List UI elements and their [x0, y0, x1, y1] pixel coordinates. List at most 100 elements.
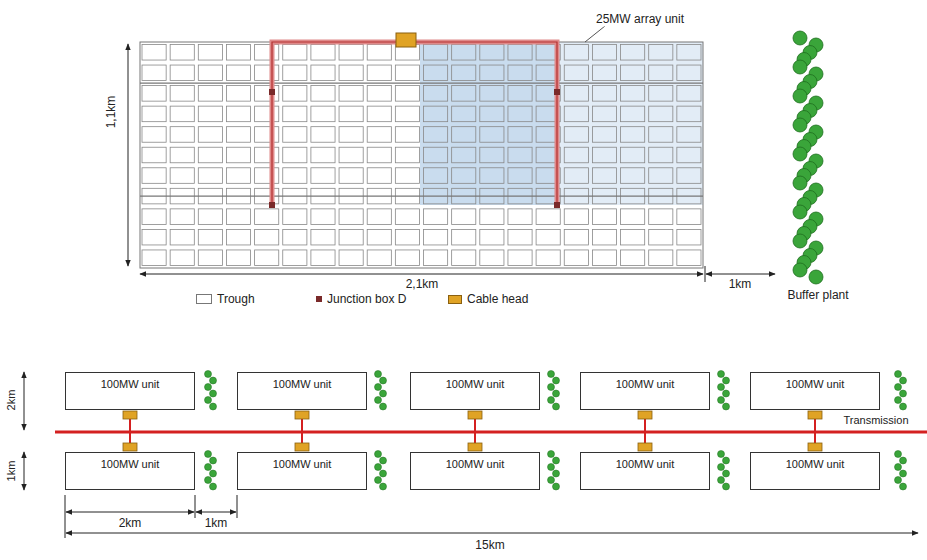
trough	[170, 168, 194, 184]
legend-item: Trough	[196, 292, 255, 306]
trough	[592, 209, 616, 225]
trough	[677, 106, 701, 122]
unit-label: 100MW unit	[273, 378, 332, 390]
trough	[424, 45, 448, 61]
tree	[380, 470, 387, 477]
trough	[592, 106, 616, 122]
trough	[339, 229, 363, 245]
tree	[718, 451, 725, 458]
trough	[198, 45, 222, 61]
trough	[649, 45, 673, 61]
trough	[311, 86, 335, 102]
dimension-label: 2,1km	[404, 278, 441, 291]
trough	[170, 45, 194, 61]
trough	[311, 168, 335, 184]
trough	[564, 209, 588, 225]
dimension-arrow	[24, 372, 25, 430]
dimension-label: 1km	[203, 517, 230, 530]
trough	[677, 65, 701, 81]
trough	[564, 106, 588, 122]
tree	[900, 470, 907, 477]
tree	[895, 397, 902, 404]
tree	[375, 397, 382, 404]
trough	[198, 168, 222, 184]
trough	[677, 168, 701, 184]
dimension-label: 1km	[727, 278, 754, 291]
trough	[226, 106, 250, 122]
dimension-label: 1km	[5, 459, 17, 484]
tree	[793, 89, 807, 103]
trough	[564, 65, 588, 81]
tree	[380, 457, 387, 464]
cable-head	[295, 411, 309, 419]
trough	[395, 147, 419, 163]
trough	[508, 147, 532, 163]
tree	[895, 371, 902, 378]
trough	[480, 147, 504, 163]
tree	[900, 390, 907, 397]
trough	[226, 209, 250, 225]
trough	[226, 229, 250, 245]
tree	[723, 377, 730, 384]
tree	[210, 377, 217, 384]
trough	[311, 65, 335, 81]
dimension-tick	[195, 495, 196, 518]
trough	[142, 106, 166, 122]
trough	[283, 127, 307, 143]
unit-label: 100MW unit	[273, 458, 332, 470]
trough	[452, 229, 476, 245]
unit-box: 100MW unit	[237, 452, 367, 490]
trough	[424, 127, 448, 143]
trough	[677, 250, 701, 266]
trough	[283, 45, 307, 61]
trough	[677, 86, 701, 102]
trough	[170, 229, 194, 245]
dimension-label: 1,1km	[105, 94, 118, 131]
trough	[621, 127, 645, 143]
trough	[367, 229, 391, 245]
tree	[210, 403, 217, 410]
trough	[677, 229, 701, 245]
tree	[793, 176, 807, 190]
trough	[508, 106, 532, 122]
trough	[424, 168, 448, 184]
tree	[793, 118, 807, 132]
trough	[142, 86, 166, 102]
tree	[553, 483, 560, 490]
tree	[553, 377, 560, 384]
legend-text: Trough	[217, 292, 255, 306]
tree	[210, 457, 217, 464]
trough	[339, 86, 363, 102]
dimension-arrow	[128, 44, 129, 266]
trough	[283, 106, 307, 122]
trough	[339, 127, 363, 143]
trough	[424, 106, 448, 122]
array-shade	[560, 42, 703, 205]
trough	[536, 229, 560, 245]
tree	[375, 477, 382, 484]
trough	[283, 147, 307, 163]
trough	[339, 106, 363, 122]
trough	[311, 147, 335, 163]
trough	[142, 127, 166, 143]
trough	[564, 229, 588, 245]
junction-box	[554, 89, 560, 95]
trough	[339, 209, 363, 225]
trough	[649, 209, 673, 225]
trough	[311, 229, 335, 245]
tree	[553, 403, 560, 410]
trough	[564, 86, 588, 102]
trough	[395, 168, 419, 184]
trough	[424, 65, 448, 81]
trough	[255, 229, 279, 245]
unit-label: 100MW unit	[101, 378, 160, 390]
trough	[142, 147, 166, 163]
unit-label: 100MW unit	[786, 378, 845, 390]
trough	[621, 209, 645, 225]
trough	[198, 127, 222, 143]
trough	[480, 250, 504, 266]
dimension-arrow	[706, 274, 775, 275]
tree	[793, 147, 807, 161]
tree	[548, 397, 555, 404]
